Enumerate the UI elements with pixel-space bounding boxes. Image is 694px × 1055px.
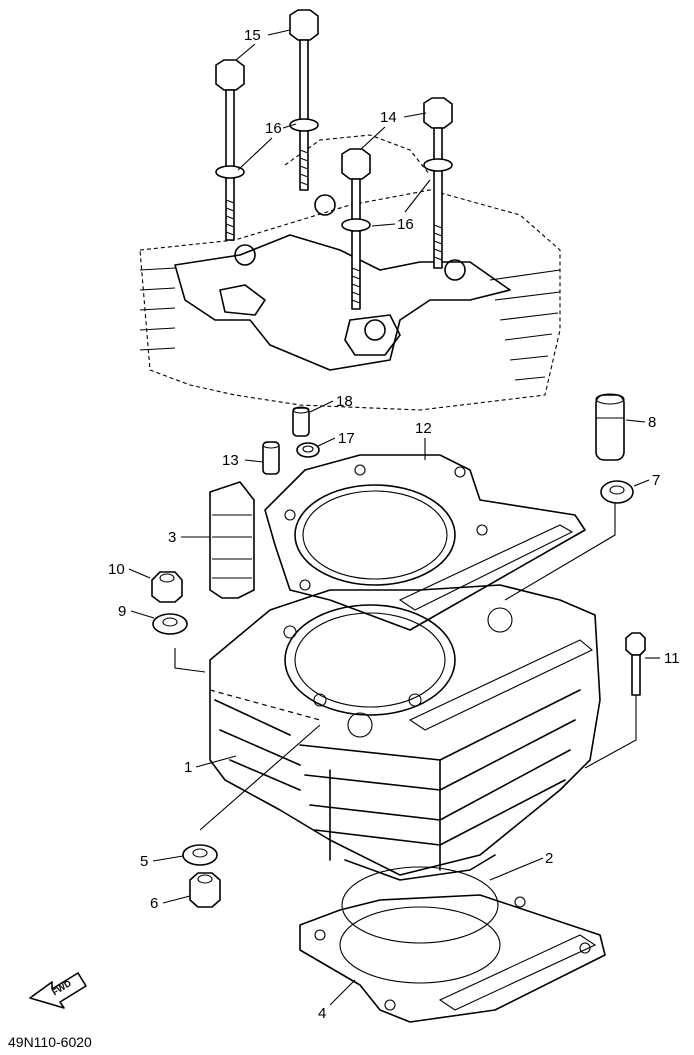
dowel-pin-18 — [292, 406, 310, 437]
bolt-11 — [625, 632, 646, 696]
callout-5: 5 — [140, 853, 148, 870]
guide-3 — [209, 481, 255, 599]
callout-18: 18 — [336, 393, 353, 410]
fwd-arrow-icon: FWD — [29, 972, 87, 1009]
callout-9: 9 — [118, 603, 126, 620]
callout-4: 4 — [318, 1005, 326, 1022]
head-bolts — [215, 9, 453, 310]
nut-6 — [189, 872, 221, 908]
callout-10: 10 — [108, 561, 125, 578]
dowel-pin-13 — [262, 441, 280, 475]
head-gasket-12 — [264, 454, 586, 631]
callout-13: 13 — [222, 452, 239, 469]
callout-17: 17 — [338, 430, 355, 447]
callout-2: 2 — [545, 850, 553, 867]
callout-15: 15 — [244, 27, 261, 44]
washer-5 — [182, 844, 218, 866]
part-code: 49N110-6020 — [8, 1034, 92, 1050]
callout-14: 14 — [380, 109, 397, 126]
callout-3: 3 — [168, 529, 176, 546]
callout-16-left: 16 — [265, 120, 282, 137]
callout-11: 11 — [664, 650, 680, 667]
o-ring-7 — [600, 480, 634, 504]
base-gasket-4 — [299, 894, 606, 1023]
callout-7: 7 — [652, 472, 660, 489]
callout-1: 1 — [184, 759, 192, 776]
callout-6: 6 — [150, 895, 158, 912]
washer-9 — [152, 613, 188, 635]
sleeve-8 — [595, 393, 625, 461]
cylinder-block-1 — [209, 584, 601, 881]
callout-16-right: 16 — [397, 216, 414, 233]
assembly-lines — [174, 503, 637, 831]
nut-10 — [151, 571, 183, 603]
o-ring-17 — [296, 442, 320, 458]
o-ring-2 — [341, 866, 499, 944]
callouts: 15 16 14 16 18 12 17 13 8 7 3 10 9 11 1 — [108, 27, 680, 1022]
callout-12: 12 — [415, 420, 432, 437]
callout-8: 8 — [648, 414, 656, 431]
